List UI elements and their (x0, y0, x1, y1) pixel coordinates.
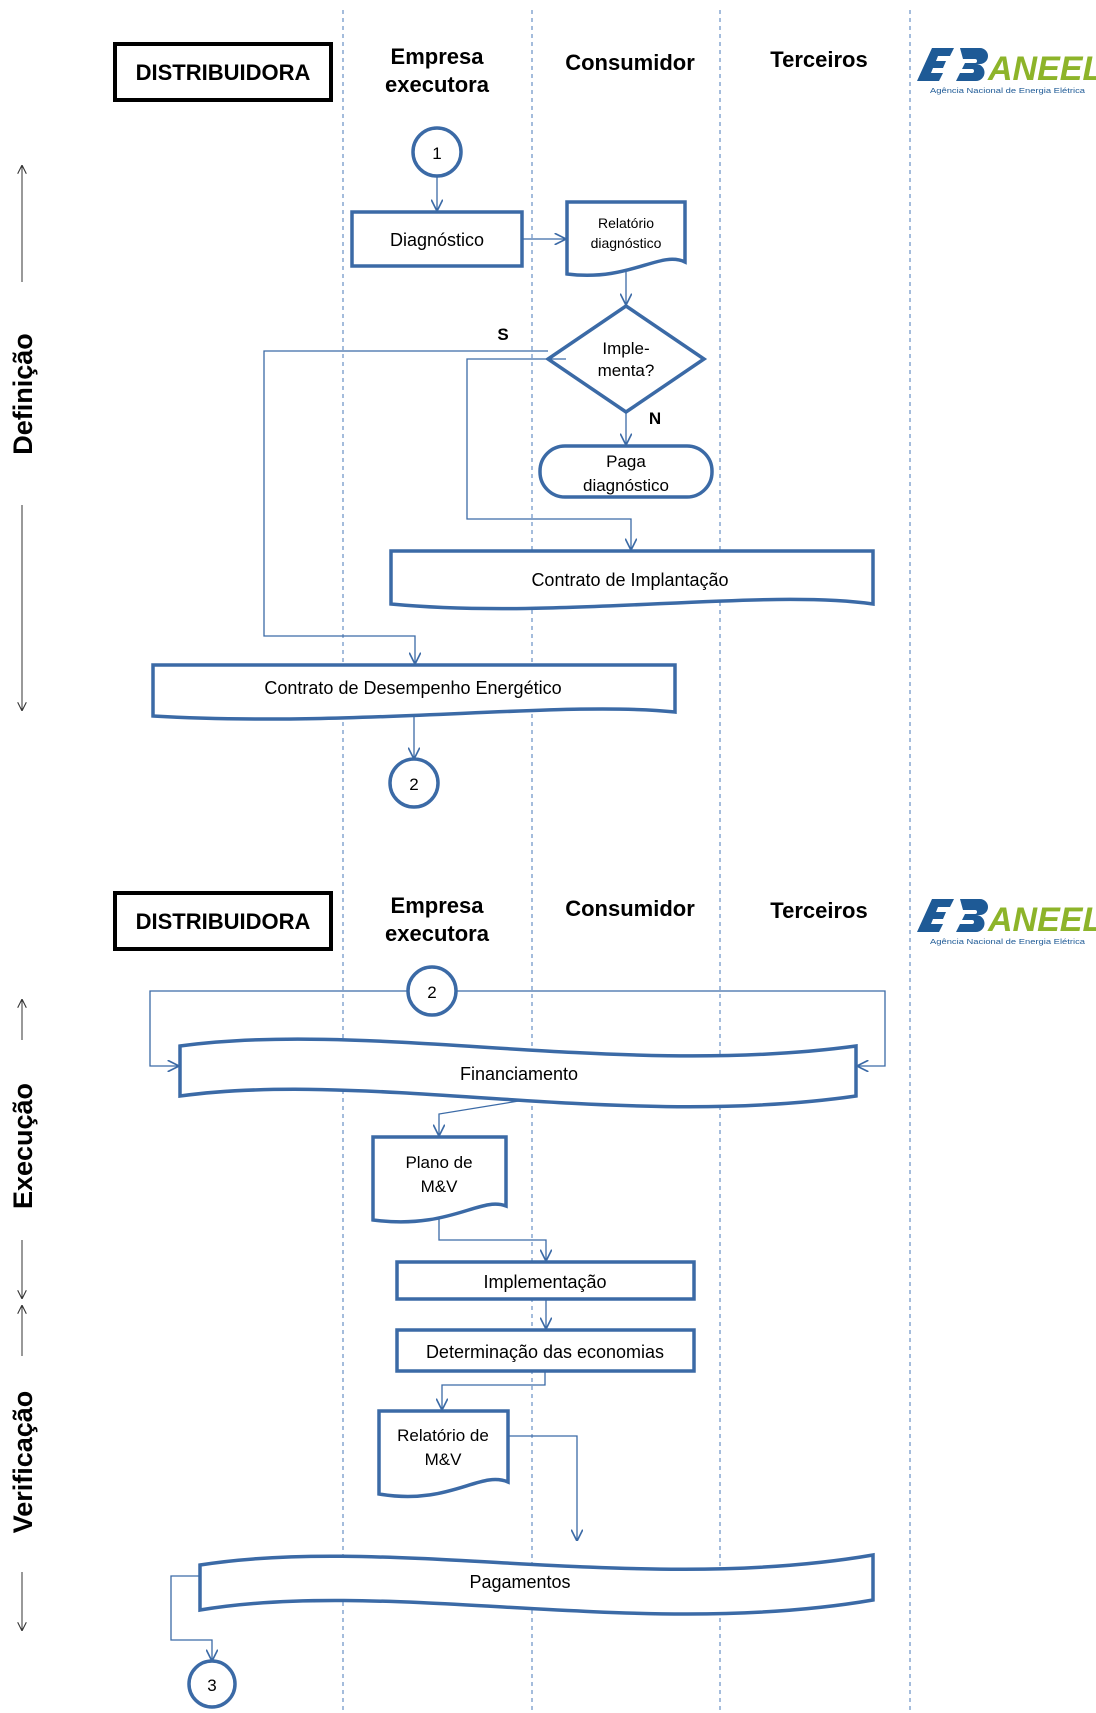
diagnostico-label: Diagnóstico (390, 230, 484, 250)
section-definicao: DISTRIBUIDORA Empresa executora Consumid… (8, 42, 1096, 809)
connector-1-label: 1 (432, 144, 441, 163)
connector-3 (187, 1659, 237, 1709)
edge-decision-contrato-implantacao (466, 358, 631, 549)
aneel-subtitle-2: Agência Nacional de Energia Elétrica (930, 939, 1085, 946)
aneel-logo: ANEEL Agência Nacional de Energia Elétri… (917, 48, 1096, 95)
edge-connector-2-financiamento-left (149, 990, 408, 1066)
edge-determinacao-relatorio-mv (442, 1371, 546, 1409)
label-nao: N (649, 409, 661, 428)
empresa-header-line2: executora (385, 72, 490, 97)
edge-relatorio-mv-pagamentos (508, 1435, 577, 1540)
paga-diagnostico-line2: diagnóstico (583, 476, 669, 495)
aneel-subtitle: Agência Nacional de Energia Elétrica (930, 88, 1085, 95)
relatorio-diagnostico-document (565, 200, 687, 277)
distribuidora-header-box (113, 42, 333, 102)
phase-verificacao-label: Verificação (8, 1391, 38, 1534)
edge-plano-implementacao (438, 1218, 546, 1260)
financiamento-label: Financiamento (460, 1064, 578, 1084)
relatorio-diagnostico-line1: Relatório (598, 215, 654, 231)
connector-2-out (388, 757, 440, 809)
edge-financiamento-plano (439, 1099, 526, 1135)
decision-line2: menta? (598, 361, 655, 380)
edge-connector-2-financiamento-right (456, 990, 886, 1066)
connector-2-out-label: 2 (409, 775, 418, 794)
label-sim: S (497, 325, 508, 344)
financiamento-tape (178, 1037, 858, 1109)
relatorio-mv-line2: M&V (425, 1450, 463, 1469)
phase-execucao-label: Execução (8, 1083, 38, 1209)
aneel-logo-mark-icon-2 (917, 899, 988, 932)
paga-diagnostico-terminal (538, 444, 714, 499)
consumidor-header-2: Consumidor (565, 896, 695, 921)
implementacao-label: Implementação (483, 1272, 606, 1292)
pagamentos-label: Pagamentos (469, 1572, 570, 1592)
empresa-header-2-line2: executora (385, 921, 490, 946)
relatorio-mv-line1: Relatório de (397, 1426, 489, 1445)
terceiros-header-2: Terceiros (770, 898, 867, 923)
contrato-desempenho-label: Contrato de Desempenho Energético (264, 678, 561, 698)
edge-pagamentos-connector-3 (170, 1575, 212, 1660)
pagamentos-tape (198, 1552, 875, 1616)
relatorio-mv-document (377, 1409, 510, 1499)
distribuidora-header: DISTRIBUIDORA (136, 60, 311, 85)
diagnostico-process (350, 210, 524, 268)
distribuidora-header-box-2 (113, 891, 333, 951)
contrato-desempenho-document (151, 663, 677, 721)
connector-3-label: 3 (207, 1676, 216, 1695)
determinacao-label: Determinação das economias (426, 1342, 664, 1362)
consumidor-header: Consumidor (565, 50, 695, 75)
empresa-header-2-line1: Empresa (391, 893, 485, 918)
phase-definicao-label: Definição (8, 333, 38, 455)
relatorio-diagnostico-line2: diagnóstico (591, 235, 662, 251)
implementa-decision (544, 303, 708, 415)
section-execucao-verificacao: DISTRIBUIDORA Empresa executora Consumid… (8, 891, 1096, 1709)
lane-dividers (342, 10, 911, 1713)
aneel-wordmark: ANEEL (987, 50, 1096, 88)
determinacao-process (395, 1328, 696, 1373)
aneel-logo-mark-icon (917, 48, 988, 81)
edge-decision-contrato-desempenho (263, 350, 548, 663)
aneel-wordmark-2: ANEEL (987, 901, 1096, 939)
connector-2-in-label: 2 (427, 983, 436, 1002)
distribuidora-header-2: DISTRIBUIDORA (136, 909, 311, 934)
aneel-logo-2: ANEEL Agência Nacional de Energia Elétri… (917, 899, 1096, 946)
empresa-header-line1: Empresa (391, 44, 485, 69)
contrato-implantacao-document (389, 549, 875, 611)
decision-line1: Imple- (602, 339, 649, 358)
plano-mv-document (371, 1135, 508, 1224)
paga-diagnostico-line1: Paga (606, 452, 646, 471)
plano-mv-line2: M&V (421, 1177, 459, 1196)
terceiros-header: Terceiros (770, 47, 867, 72)
contrato-implantacao-label: Contrato de Implantação (531, 570, 728, 590)
plano-mv-line1: Plano de (405, 1153, 472, 1172)
